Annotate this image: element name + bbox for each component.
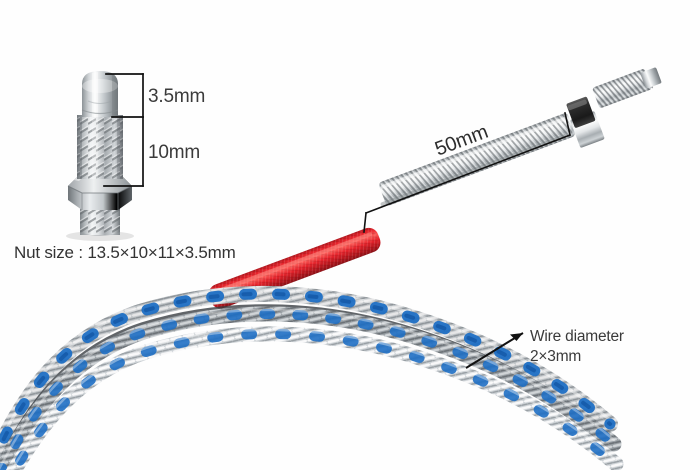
leader-arrowhead: [510, 333, 523, 341]
bolt-detail-illustration: [66, 71, 134, 241]
wire-diameter-label-line2: 2×3mm: [530, 348, 582, 365]
bolt-dome-tip: [81, 71, 119, 117]
wire-diameter-label: Wire diameter 2×3mm: [530, 327, 624, 367]
probe-dark-nut: [566, 96, 596, 128]
cable-blue-accent: [0, 288, 616, 460]
probe-threaded-end: [591, 67, 662, 109]
spring-coil-shaft: [377, 112, 575, 207]
dimension-label-thread-length: 10mm: [148, 142, 200, 163]
bolt-upper-thread: [77, 115, 123, 179]
probe-dimension-bracket: [363, 112, 572, 233]
nut-size-label: Nut size : 13.5×10×11×3.5mm: [14, 243, 236, 262]
probe-assembly: [205, 67, 662, 312]
wire-diameter-leader: [465, 332, 524, 369]
terminal-tip: [640, 67, 662, 89]
braided-cable: [0, 285, 624, 470]
bolt-dimension-lines: [103, 73, 144, 187]
dimension-label-tip-length: 3.5mm: [148, 86, 206, 107]
wire-diameter-label-line1: Wire diameter: [530, 328, 624, 345]
